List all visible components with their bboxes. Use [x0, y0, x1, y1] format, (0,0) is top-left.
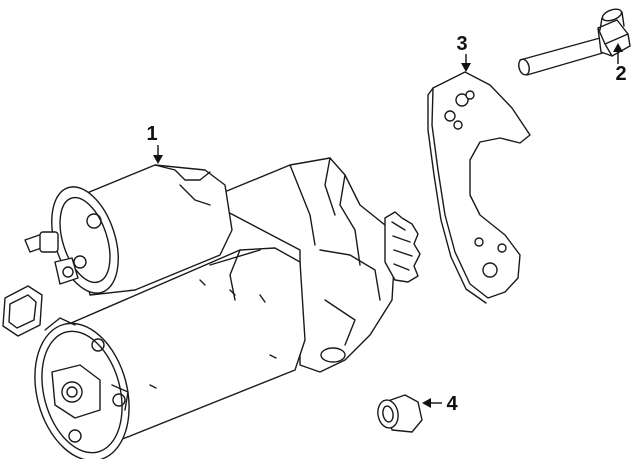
callout-label: 2 — [615, 63, 626, 85]
starter-motor[interactable] — [2, 157, 421, 459]
arrowhead — [613, 43, 623, 52]
arrowhead — [461, 63, 471, 72]
callout-label: 3 — [456, 33, 467, 55]
arrowhead — [153, 155, 163, 164]
mounting-bracket[interactable] — [427, 71, 531, 304]
callout-2: 2 — [613, 43, 627, 85]
callout-3: 3 — [456, 33, 471, 72]
bolt[interactable] — [517, 7, 631, 76]
callout-label: 1 — [146, 123, 157, 145]
callout-label: 4 — [446, 393, 458, 415]
arrowhead — [422, 398, 431, 408]
dowel-pin[interactable] — [376, 394, 423, 433]
callout-4: 4 — [422, 393, 458, 415]
callout-1: 1 — [146, 123, 163, 164]
